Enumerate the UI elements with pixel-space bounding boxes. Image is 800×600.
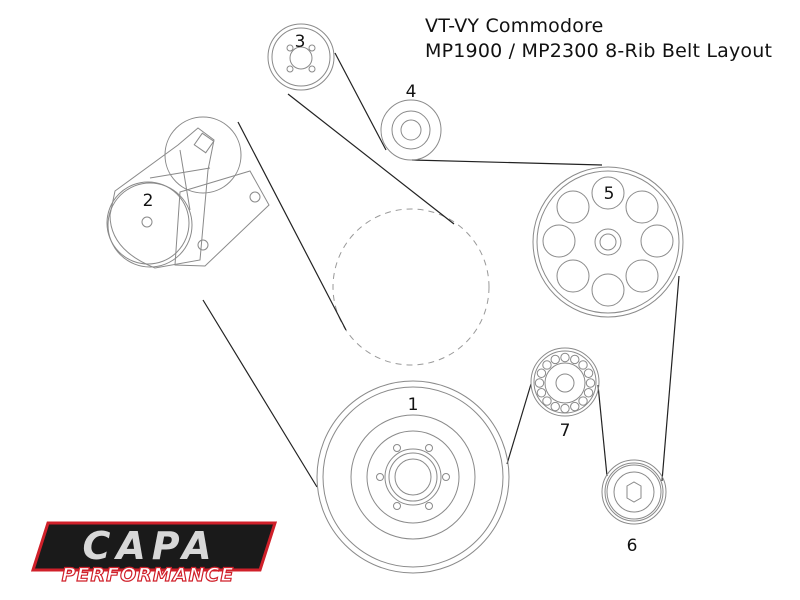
crank-pulley: 1	[316, 380, 510, 574]
bearing-ball	[534, 378, 545, 388]
diagram-title-line1: VT-VY Commodore	[425, 15, 604, 37]
belt-segment	[597, 384, 608, 477]
idler-pulley-7: 7	[530, 347, 600, 441]
bearing-ball	[550, 401, 560, 412]
belt-segment	[411, 159, 603, 166]
logo-main-text: CAPA	[82, 524, 217, 568]
idler-pulley-4: 4	[380, 82, 442, 161]
belt	[202, 52, 680, 488]
bearing-ball	[585, 378, 596, 388]
belt-segment	[202, 299, 318, 488]
bearing-ball	[570, 354, 580, 365]
bearing-ball	[578, 396, 588, 406]
bearing-ball	[536, 368, 547, 378]
pulley-label: 1	[408, 395, 419, 415]
bearing-ball	[560, 403, 570, 414]
pulley-label: 5	[604, 184, 615, 204]
bearing-ball	[583, 388, 594, 398]
bearing-ball	[578, 360, 588, 370]
belt-segment	[237, 121, 347, 331]
pulley-label: 2	[143, 191, 154, 211]
supercharger-pulley: 5	[532, 166, 684, 318]
pulley-label: 6	[627, 536, 638, 556]
idler-pulley-6: 6	[601, 459, 667, 556]
belt-segment	[661, 275, 680, 482]
pulley-label: 4	[406, 82, 417, 102]
capa-performance-logo: CAPA PERFORMANCE	[30, 521, 278, 585]
bearing-ball	[542, 396, 552, 406]
idler-pulley-3: 3	[267, 23, 335, 91]
bearing-ball	[542, 360, 552, 370]
bearing-ball	[560, 352, 570, 363]
diagram-title-line2: MP1900 / MP2300 8-Rib Belt Layout	[425, 40, 773, 62]
bearing-ball	[583, 368, 594, 378]
logo-banner	[30, 521, 278, 572]
belt-segment	[287, 93, 455, 225]
pulley-label: 3	[295, 32, 306, 52]
pulley-label: 7	[560, 421, 571, 441]
belt-segment	[334, 52, 387, 151]
belt-segment	[506, 383, 532, 465]
bearing-ball	[550, 354, 560, 365]
bearing-ball	[536, 388, 547, 398]
bearing-ball	[570, 401, 580, 412]
logo-sub-text: PERFORMANCE	[62, 564, 235, 585]
tensioner-pulley: 2	[106, 116, 270, 269]
dashed-reference-circle	[332, 208, 490, 366]
